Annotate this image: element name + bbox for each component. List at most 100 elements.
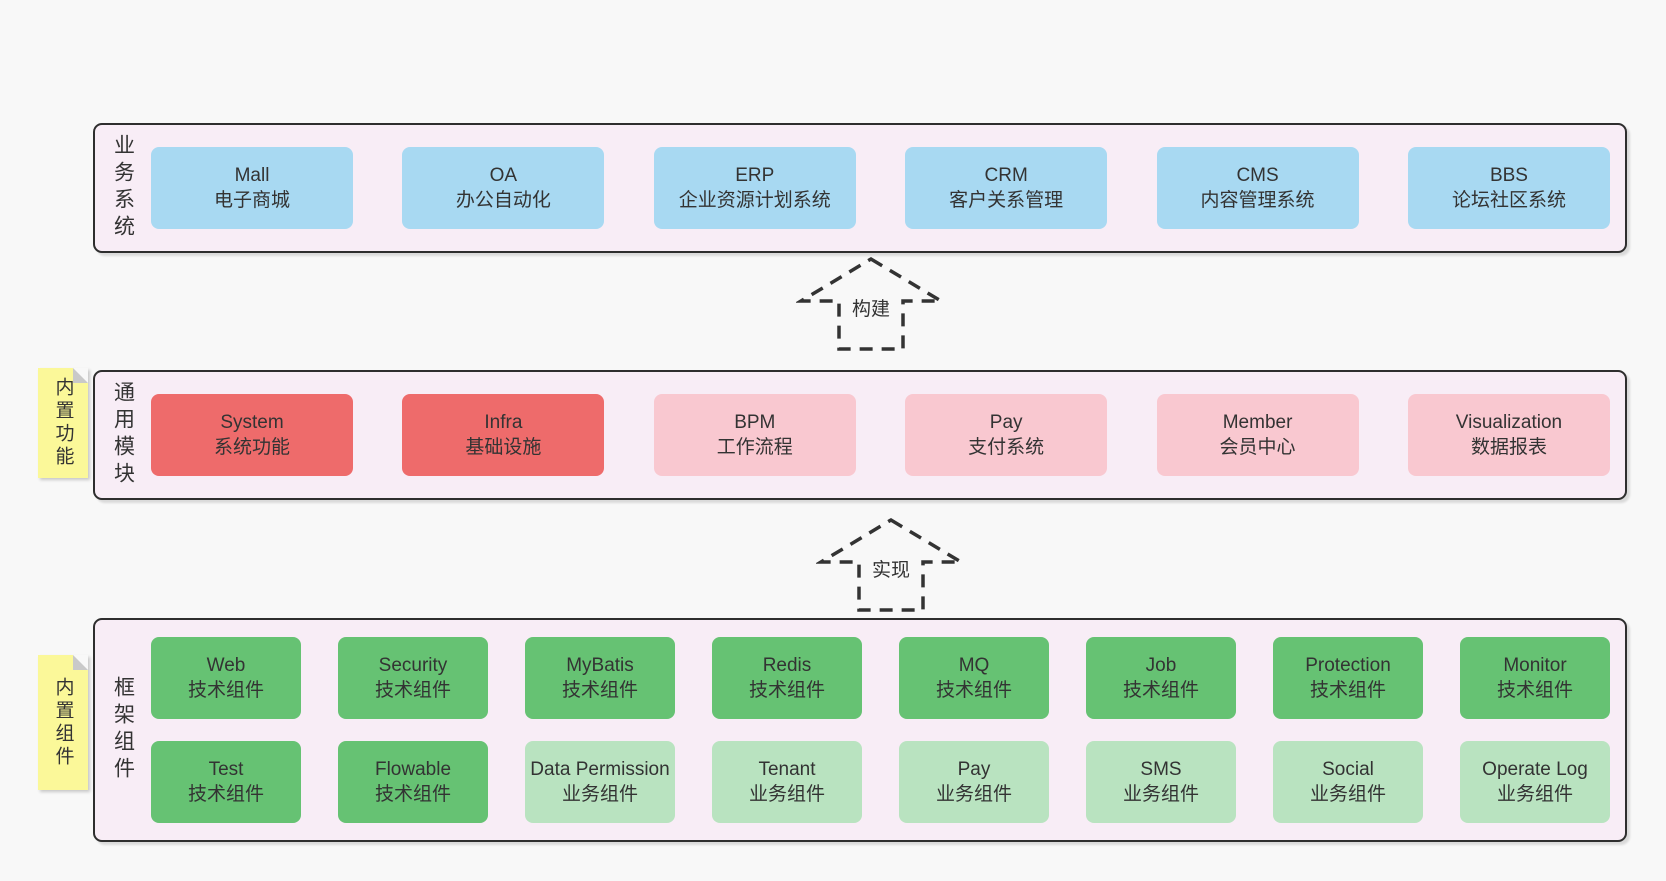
box-desc: 论坛社区系统 xyxy=(1451,190,1566,211)
arrow-implement: 实现 xyxy=(816,516,966,614)
box-name: Social xyxy=(1322,759,1374,780)
box-flowable: Flowable 技术组件 xyxy=(338,741,488,823)
box-desc: 企业资源计划系统 xyxy=(678,190,831,211)
box-data-permission: Data Permission 业务组件 xyxy=(525,741,675,823)
box-system: System 系统功能 xyxy=(151,394,353,476)
box-crm: CRM 客户关系管理 xyxy=(905,147,1108,229)
box-pay-module: Pay 支付系统 xyxy=(905,394,1108,476)
box-desc: 技术组件 xyxy=(1309,680,1386,701)
box-mybatis: MyBatis 技术组件 xyxy=(525,637,675,719)
framework-row-2: Test 技术组件 Flowable 技术组件 Data Permission … xyxy=(151,741,1610,823)
framework-row-1: Web 技术组件 Security 技术组件 MyBatis 技术组件 Redi… xyxy=(151,637,1610,719)
box-social: Social 业务组件 xyxy=(1273,741,1423,823)
box-web: Web 技术组件 xyxy=(151,637,301,719)
up-arrow-icon xyxy=(816,517,966,612)
box-test: Test 技术组件 xyxy=(151,741,301,823)
note-built-in-components: 内置组件 xyxy=(38,655,88,790)
box-security: Security 技术组件 xyxy=(338,637,488,719)
box-desc: 技术组件 xyxy=(748,680,825,701)
box-name: Member xyxy=(1222,412,1293,433)
box-mall: Mall 电子商城 xyxy=(151,147,353,229)
band-framework-components: 框架组件 Web 技术组件 Security 技术组件 MyBatis 技术组件… xyxy=(93,618,1627,842)
box-desc: 技术组件 xyxy=(561,680,638,701)
box-desc: 技术组件 xyxy=(374,784,451,805)
box-operate-log: Operate Log 业务组件 xyxy=(1460,741,1610,823)
box-pay-component: Pay 业务组件 xyxy=(899,741,1049,823)
box-protection: Protection 技术组件 xyxy=(1273,637,1423,719)
box-name: Infra xyxy=(484,412,523,433)
box-desc: 技术组件 xyxy=(187,680,264,701)
box-name: Data Permission xyxy=(530,759,670,780)
box-desc: 系统功能 xyxy=(213,437,290,458)
box-visualization: Visualization 数据报表 xyxy=(1407,394,1610,476)
box-oa: OA 办公自动化 xyxy=(402,147,605,229)
box-name: BBS xyxy=(1489,165,1528,186)
band-common-modules-content: System 系统功能 Infra 基础设施 BPM 工作流程 Pay 支付系统… xyxy=(151,372,1625,498)
arrow-build-label: 构建 xyxy=(796,293,946,322)
box-name: Job xyxy=(1145,655,1177,676)
box-name: System xyxy=(220,412,284,433)
box-desc: 内容管理系统 xyxy=(1200,190,1315,211)
box-infra: Infra 基础设施 xyxy=(402,394,605,476)
box-name: Protection xyxy=(1305,655,1391,676)
box-cms: CMS 内容管理系统 xyxy=(1156,147,1359,229)
box-bpm: BPM 工作流程 xyxy=(653,394,856,476)
box-name: Operate Log xyxy=(1482,759,1588,780)
band-common-modules: 通用模块 System 系统功能 Infra 基础设施 BPM 工作流程 Pay… xyxy=(93,370,1627,500)
box-desc: 业务组件 xyxy=(935,784,1012,805)
box-desc: 业务组件 xyxy=(1309,784,1386,805)
box-name: BPM xyxy=(734,412,776,433)
box-name: Pay xyxy=(989,412,1023,433)
box-desc: 业务组件 xyxy=(1496,784,1573,805)
box-mq: MQ 技术组件 xyxy=(899,637,1049,719)
box-name: OA xyxy=(489,165,518,186)
box-desc: 会员中心 xyxy=(1219,437,1296,458)
band-common-modules-label: 通用模块 xyxy=(111,381,135,489)
band-business-systems-label: 业务系统 xyxy=(111,134,135,242)
box-desc: 工作流程 xyxy=(716,437,793,458)
box-desc: 技术组件 xyxy=(187,784,264,805)
box-desc: 业务组件 xyxy=(561,784,638,805)
box-name: Mall xyxy=(234,165,270,186)
box-redis: Redis 技术组件 xyxy=(712,637,862,719)
box-desc: 技术组件 xyxy=(935,680,1012,701)
box-sms: SMS 业务组件 xyxy=(1086,741,1236,823)
box-desc: 客户关系管理 xyxy=(949,190,1064,211)
box-name: Flowable xyxy=(374,759,452,780)
box-job: Job 技术组件 xyxy=(1086,637,1236,719)
box-name: Test xyxy=(208,759,244,780)
box-erp: ERP 企业资源计划系统 xyxy=(653,147,856,229)
up-arrow-icon xyxy=(796,256,946,351)
box-name: MQ xyxy=(958,655,990,676)
box-desc: 数据报表 xyxy=(1470,437,1547,458)
box-bbs: BBS 论坛社区系统 xyxy=(1407,147,1610,229)
box-desc: 技术组件 xyxy=(374,680,451,701)
box-desc: 技术组件 xyxy=(1496,680,1573,701)
box-name: Security xyxy=(378,655,448,676)
box-name: SMS xyxy=(1140,759,1182,780)
box-name: Pay xyxy=(957,759,991,780)
band-framework-components-content: Web 技术组件 Security 技术组件 MyBatis 技术组件 Redi… xyxy=(151,620,1625,840)
folded-corner-icon xyxy=(73,655,88,670)
box-name: Web xyxy=(206,655,246,676)
box-name: ERP xyxy=(735,165,775,186)
box-desc: 业务组件 xyxy=(1122,784,1199,805)
box-desc: 技术组件 xyxy=(1122,680,1199,701)
band-business-systems-content: Mall 电子商城 OA 办公自动化 ERP 企业资源计划系统 CRM 客户关系… xyxy=(151,125,1625,251)
box-name: CMS xyxy=(1236,165,1279,186)
box-name: Visualization xyxy=(1455,412,1563,433)
box-desc: 办公自动化 xyxy=(455,190,551,211)
box-monitor: Monitor 技术组件 xyxy=(1460,637,1610,719)
box-name: Tenant xyxy=(758,759,816,780)
arrow-implement-label: 实现 xyxy=(816,554,966,583)
folded-corner-icon xyxy=(73,368,88,383)
box-desc: 支付系统 xyxy=(968,437,1045,458)
box-name: CRM xyxy=(984,165,1028,186)
box-desc: 业务组件 xyxy=(748,784,825,805)
box-member: Member 会员中心 xyxy=(1156,394,1359,476)
box-name: Redis xyxy=(762,655,812,676)
box-name: MyBatis xyxy=(566,655,634,676)
note-built-in-features: 内置功能 xyxy=(38,368,88,478)
band-business-systems: 业务系统 Mall 电子商城 OA 办公自动化 ERP 企业资源计划系统 CRM… xyxy=(93,123,1627,253)
